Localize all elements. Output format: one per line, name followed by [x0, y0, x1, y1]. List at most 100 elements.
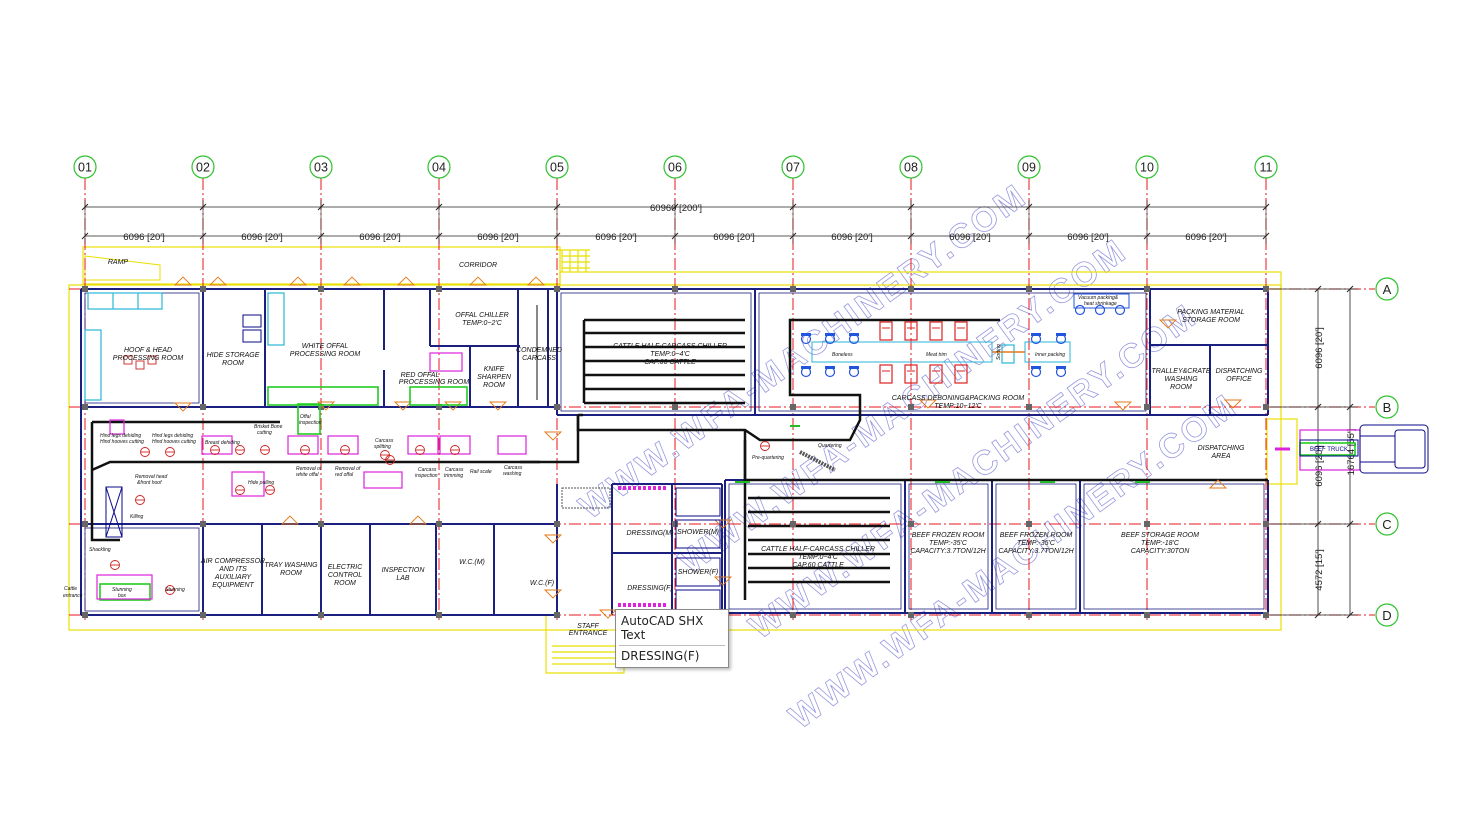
room-label: TEMP:0~2'C [462, 320, 503, 327]
column [1263, 404, 1269, 410]
column [318, 404, 324, 410]
axis-bubble: 02 [191, 155, 215, 179]
autocad-tooltip: AutoCAD SHX Text DRESSING(F) [615, 609, 729, 668]
equipment-magenta [96, 352, 1361, 607]
column [554, 404, 560, 410]
room-label: SHARPEN [477, 374, 512, 381]
process-label: Hide pulling [248, 480, 274, 486]
axis-bubble: 01 [73, 155, 97, 179]
room-label: TEMP:-35'C [1017, 540, 1056, 547]
process-label: Quartering [818, 443, 842, 449]
room-label: INSPECTION [382, 567, 426, 574]
column [1144, 521, 1150, 527]
process-label: Pre-quartering [752, 455, 784, 461]
axis-bubble: B [1375, 395, 1399, 419]
column [200, 612, 206, 618]
doors [173, 276, 1243, 619]
process-label: Cattle [64, 586, 77, 592]
process-label: Hind legs dehiding [100, 433, 141, 439]
room-label: PROCESSING ROOM [399, 379, 470, 386]
room-label: BEEF STORAGE ROOM [1121, 532, 1199, 539]
process-labels: Cattle entrance Stunning box Stunning Sh… [63, 295, 1119, 599]
room-label: EQUIPMENT [212, 582, 254, 589]
process-label: white offal [296, 472, 319, 478]
ramp-label: RAMP [108, 259, 129, 266]
bay-dimension: 6096 [20'] [123, 232, 164, 243]
process-label: Killing [130, 514, 144, 520]
room-label: STORAGE ROOM [1182, 317, 1240, 324]
process-label: Hind hooves cutting [100, 439, 144, 445]
bay-dimension: 6096 [20'] [1067, 232, 1108, 243]
room-labels: RAMP CORRIDOR HOOF & HEAD PROCESSING ROO… [108, 259, 1263, 637]
process-label: Meat trim [926, 352, 947, 358]
column [82, 521, 88, 527]
process-label: Rail scale [470, 469, 492, 475]
tooltip-object-type: AutoCAD SHX Text [621, 614, 704, 642]
process-label: &front hoof [137, 480, 162, 486]
room-label: ROOM [222, 360, 244, 367]
process-label: Carcass [504, 465, 523, 471]
room-label: HOOF & HEAD [124, 347, 172, 354]
column [1263, 612, 1269, 618]
overhead-rail [90, 318, 1268, 600]
column [790, 286, 796, 292]
room-label: DISPATCHING [1198, 445, 1245, 452]
svg-text:11: 11 [1260, 161, 1273, 175]
room-label: HIDE STORAGE [207, 352, 260, 359]
process-label: cutting [257, 430, 272, 436]
bay-dimension: 6096 [20'] [713, 232, 754, 243]
column [554, 612, 560, 618]
room-label: CATTLE HALF-CARCASS CHILLER [761, 546, 875, 553]
structural-columns [82, 286, 1269, 618]
process-label: Removal head [135, 474, 167, 480]
column [908, 286, 914, 292]
process-label: Stunning [112, 587, 132, 593]
column [1026, 612, 1032, 618]
column [82, 404, 88, 410]
column [554, 521, 560, 527]
column [82, 612, 88, 618]
column [82, 286, 88, 292]
column [436, 521, 442, 527]
room-label: KNIFE [484, 366, 505, 373]
svg-text:03: 03 [314, 161, 328, 175]
bay-dimension: 6096 [20'] [241, 232, 282, 243]
room-label: CARCASS [522, 355, 556, 362]
bay-dimension: 6096 [20'] [477, 232, 518, 243]
room-label: TEMP:0~4'C [650, 351, 691, 358]
room-label: ELECTRIC [328, 564, 364, 571]
svg-text:08: 08 [904, 161, 918, 175]
axis-bubble: 11 [1254, 155, 1278, 179]
overall-dimension: 60960 [200'] [650, 203, 702, 214]
room-label: ENTRANCE [569, 630, 608, 637]
room-label: TEMP:-35'C [929, 540, 968, 547]
room-label: LAB [396, 575, 410, 582]
process-label: Carcass [418, 467, 437, 473]
axis-bubble: 03 [309, 155, 333, 179]
svg-text:D: D [1382, 608, 1391, 623]
bay-dimension: 6096 [20'] [359, 232, 400, 243]
column [1026, 286, 1032, 292]
axis-bubble: 09 [1017, 155, 1041, 179]
truck-label: BEEF TRUCK [1310, 447, 1348, 453]
deboning-equipment [800, 293, 1130, 384]
column [554, 286, 560, 292]
column [672, 286, 678, 292]
axis-bubble: 07 [781, 155, 805, 179]
axis-bubble: C [1375, 512, 1399, 536]
process-label: Shackling [89, 547, 111, 553]
process-label: entrance [63, 593, 83, 599]
column [1144, 612, 1150, 618]
corridor-label: CORRIDOR [459, 262, 497, 269]
process-label: Removal of [296, 466, 322, 472]
svg-text:C: C [1382, 517, 1391, 532]
column [200, 286, 206, 292]
truck: BEEF TRUCK [1310, 447, 1348, 453]
room-label: PACKING MATERIAL [1177, 309, 1245, 316]
process-label: inspection [415, 473, 438, 479]
process-label: Brisket Bone [254, 424, 283, 430]
column [1263, 521, 1269, 527]
total-side-dimension: 16764 [55'] [1346, 429, 1357, 476]
